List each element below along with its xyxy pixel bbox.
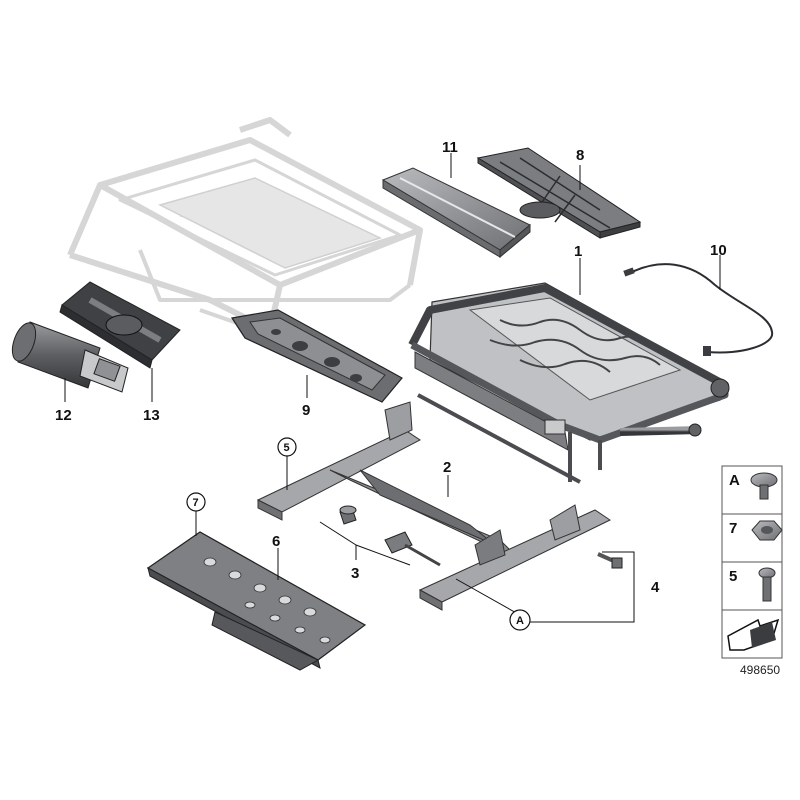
callout-10: 10 [710, 242, 727, 259]
part-6-underbody-plate [146, 531, 367, 671]
legend-label-7: 7 [729, 520, 737, 537]
circled-marker-A: A [509, 609, 531, 631]
bolt-icon [758, 567, 776, 602]
part-1-seat-frame [408, 282, 730, 484]
callout-3: 3 [351, 565, 359, 582]
circled-marker-7-label: 7 [193, 497, 199, 509]
part-8-seat-plate [476, 147, 642, 239]
callout-1: 1 [574, 243, 582, 260]
hex-nut-icon [751, 520, 783, 541]
part-11-foam-pad [381, 167, 531, 259]
part-13-housing [59, 281, 181, 369]
part-2-seat-base-frame [256, 401, 612, 611]
legend-label-5: 5 [729, 568, 737, 585]
part-3-fastener-kit [339, 505, 441, 567]
callout-8: 8 [576, 147, 584, 164]
part-10-wiring-cable [623, 263, 774, 356]
circled-marker-A-label: A [516, 615, 524, 627]
callouts: 1 2 3 4 6 8 9 10 11 12 13 [55, 139, 727, 596]
callout-4: 4 [651, 579, 660, 596]
part-12-cover-tube [11, 321, 129, 393]
circled-marker-7: 7 [186, 492, 206, 512]
ghost-seat-pan [157, 177, 383, 269]
install-direction-arrow-icon [727, 618, 780, 651]
diagram-number: 498650 [740, 663, 780, 677]
callout-9: 9 [302, 402, 310, 419]
callout-13: 13 [143, 407, 160, 424]
circled-marker-5-label: 5 [284, 442, 290, 454]
fastener-legend: A 7 5 498650 [721, 465, 783, 677]
callout-2: 2 [443, 459, 451, 476]
circled-marker-5: 5 [277, 437, 297, 457]
callout-6: 6 [272, 533, 280, 550]
callout-11: 11 [442, 139, 458, 156]
torx-screw-icon [750, 472, 778, 500]
part-9-seat-shell [231, 309, 403, 403]
callout-12: 12 [55, 407, 72, 424]
legend-label-A: A [729, 472, 740, 489]
part-4-bolt [597, 552, 623, 569]
